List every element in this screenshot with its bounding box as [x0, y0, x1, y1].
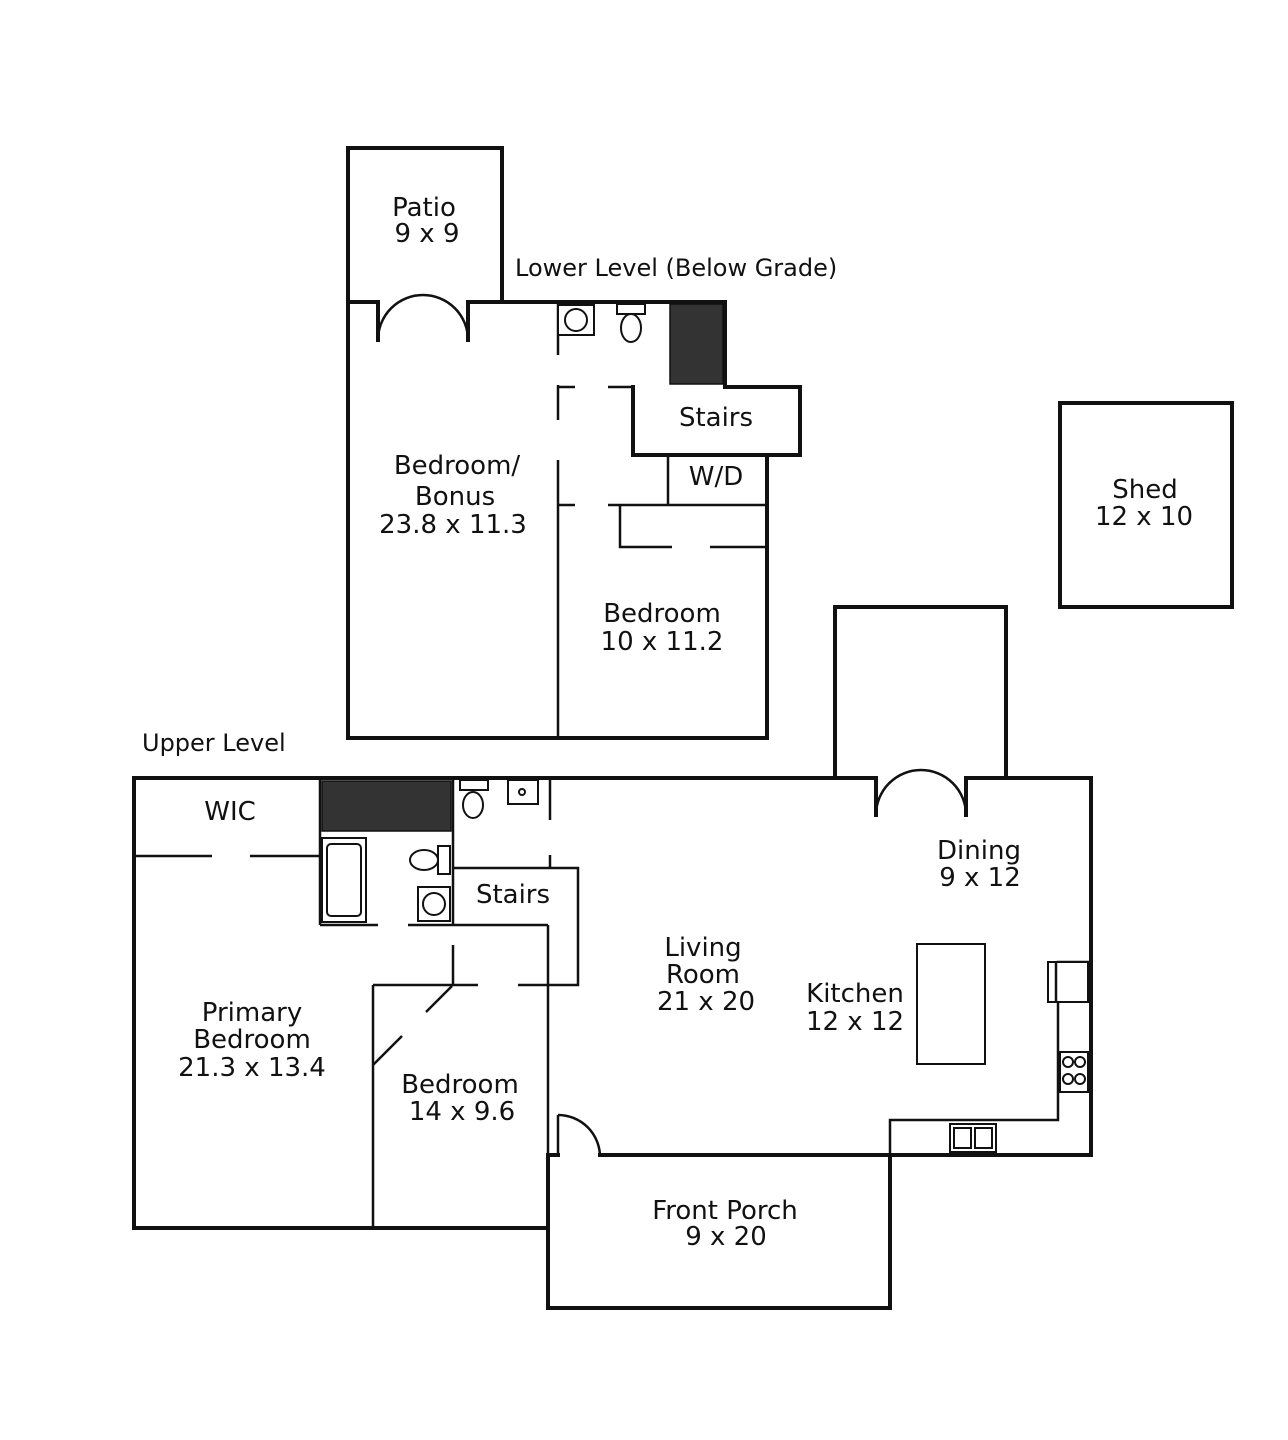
bonus-dims: 23.8 x 11.3 [379, 510, 527, 540]
upper-level-title: Upper Level [142, 729, 286, 757]
patio-dims: 9 x 9 [395, 219, 460, 249]
porch-label: Front Porch [652, 1196, 798, 1226]
bonus-label-1: Bedroom/ [394, 451, 521, 481]
upper-level-walls [132, 768, 1093, 1230]
upper-sink-icon-2 [417, 886, 451, 922]
bonus-label-2: Bonus [415, 482, 495, 512]
stove-icon [1059, 1051, 1089, 1093]
kitchen-label: Kitchen [806, 979, 904, 1009]
wd-label: W/D [689, 462, 744, 492]
upper-tub-icon [321, 837, 367, 923]
primary-label-2: Bedroom [193, 1025, 311, 1055]
dining-dims: 9 x 12 [939, 863, 1021, 893]
upper-shower-icon [321, 780, 452, 832]
shed-dims: 12 x 10 [1095, 502, 1193, 532]
living-dims: 21 x 20 [657, 987, 755, 1017]
upper-stairs-label: Stairs [476, 880, 550, 910]
kitchen-dims: 12 x 12 [806, 1007, 904, 1037]
lower-bedroom-dims: 10 x 11.2 [601, 627, 724, 657]
porch-dims: 9 x 20 [685, 1222, 767, 1252]
dining-label: Dining [937, 836, 1021, 866]
lower-toilet-icon [616, 303, 646, 343]
patio-label: Patio [392, 193, 456, 223]
upper-bedroom-dims: 14 x 9.6 [409, 1097, 515, 1127]
primary-label-1: Primary [202, 998, 302, 1028]
shed-label: Shed [1112, 475, 1177, 505]
living-label-1: Living [664, 933, 741, 963]
upper-sink-icon-1 [507, 779, 539, 805]
lower-shower-icon [669, 303, 724, 385]
upper-toilet-icon-2 [409, 845, 451, 875]
deck [833, 605, 1008, 780]
upper-toilet-icon-1 [459, 779, 489, 819]
patio [346, 146, 504, 302]
lower-sink-icon [557, 304, 595, 336]
lower-bedroom-label: Bedroom [603, 599, 721, 629]
wic-label: WIC [204, 797, 256, 827]
upper-bedroom-label: Bedroom [401, 1070, 519, 1100]
refrigerator-icon [1047, 961, 1089, 1003]
primary-dims: 21.3 x 13.4 [178, 1053, 326, 1083]
lower-stairs-label: Stairs [679, 403, 753, 433]
kitchen-sink-icon [949, 1123, 997, 1153]
shed [1058, 401, 1234, 609]
lower-level-walls [346, 293, 802, 740]
kitchen-counters [888, 943, 1091, 1155]
front-porch [546, 1153, 892, 1310]
lower-level-title: Lower Level (Below Grade) [515, 254, 837, 282]
living-label-2: Room [666, 960, 740, 990]
